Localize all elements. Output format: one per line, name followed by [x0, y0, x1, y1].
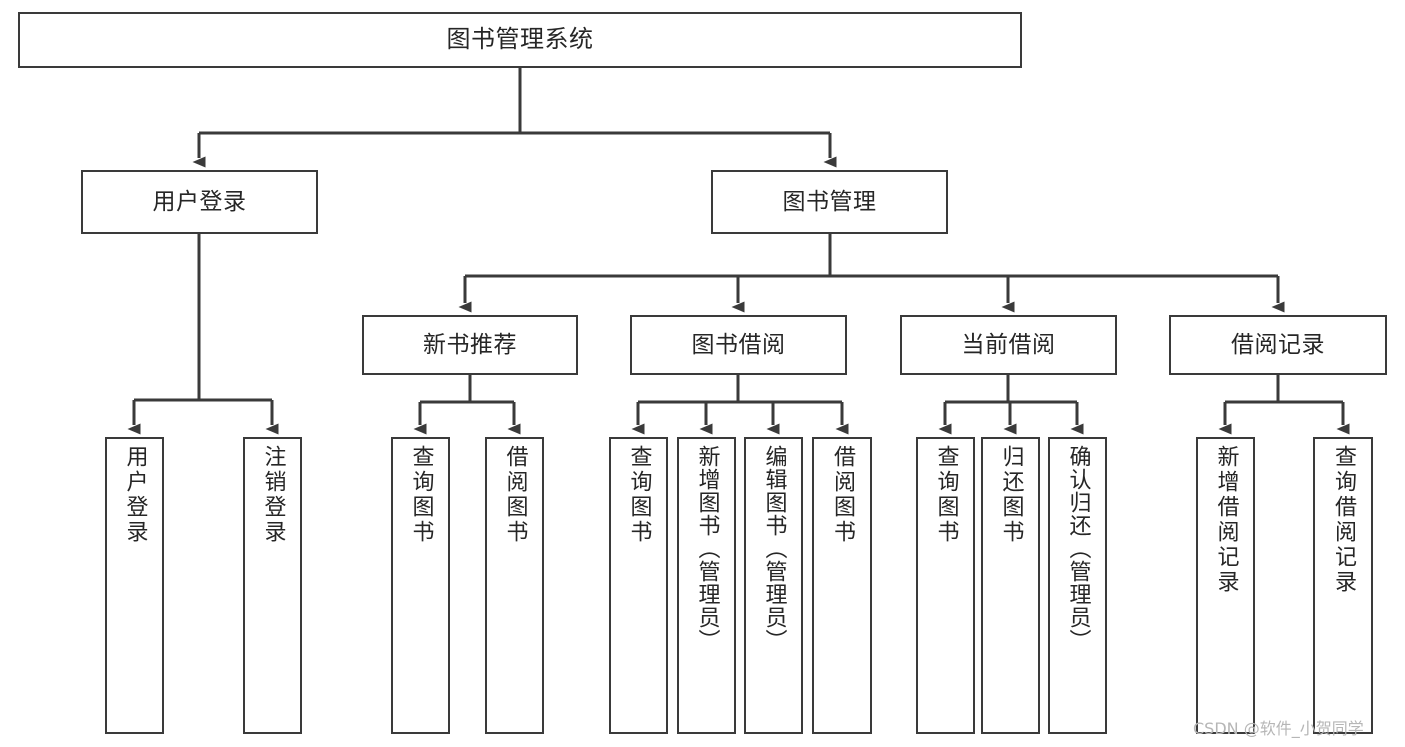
node-label: 图书借阅 — [691, 331, 786, 358]
node-label: 新增图书（管理员） — [694, 445, 720, 652]
node-leaf-confirm-return-admin[interactable]: 确认归还（管理员） — [1048, 437, 1107, 734]
node-borrow-record[interactable]: 借阅记录 — [1169, 315, 1387, 375]
node-label: 编辑图书（管理员） — [761, 445, 787, 652]
node-label: 图书管理系统 — [446, 25, 594, 54]
node-leaf-borrow-book[interactable]: 借阅图书 — [812, 437, 872, 734]
node-label: 新增借阅记录 — [1213, 445, 1239, 595]
node-label: 注销登录 — [260, 445, 286, 545]
node-leaf-borrow-book-recommend[interactable]: 借阅图书 — [485, 437, 544, 734]
node-book-borrow[interactable]: 图书借阅 — [630, 315, 847, 375]
node-leaf-edit-book-admin[interactable]: 编辑图书（管理员） — [744, 437, 803, 734]
node-label: 确认归还（管理员） — [1065, 445, 1091, 652]
node-leaf-add-book-admin[interactable]: 新增图书（管理员） — [677, 437, 736, 734]
node-leaf-user-logout[interactable]: 注销登录 — [243, 437, 302, 734]
node-root-system[interactable]: 图书管理系统 — [18, 12, 1022, 68]
node-label: 用户登录 — [122, 445, 148, 545]
node-user-login[interactable]: 用户登录 — [81, 170, 318, 234]
node-label: 借阅图书 — [502, 445, 528, 545]
node-new-book-recommend[interactable]: 新书推荐 — [362, 315, 578, 375]
node-leaf-query-borrow-record[interactable]: 查询借阅记录 — [1313, 437, 1373, 734]
node-label: 查询图书 — [626, 445, 652, 545]
node-label: 借阅记录 — [1231, 331, 1325, 358]
node-label: 当前借阅 — [961, 331, 1056, 358]
node-label: 归还图书 — [998, 445, 1024, 545]
node-leaf-query-book-recommend[interactable]: 查询图书 — [391, 437, 450, 734]
csdn-watermark: CSDN @软件_小贺同学 — [1193, 719, 1364, 738]
node-label: 查询借阅记录 — [1331, 445, 1356, 595]
node-leaf-query-book-borrow[interactable]: 查询图书 — [609, 437, 668, 734]
node-label: 新书推荐 — [423, 331, 517, 358]
node-leaf-query-book-current[interactable]: 查询图书 — [916, 437, 975, 734]
node-leaf-user-login[interactable]: 用户登录 — [105, 437, 164, 734]
node-leaf-return-book[interactable]: 归还图书 — [981, 437, 1040, 734]
node-current-borrow[interactable]: 当前借阅 — [900, 315, 1117, 375]
node-leaf-add-borrow-record[interactable]: 新增借阅记录 — [1196, 437, 1255, 734]
node-label: 查询图书 — [933, 445, 959, 545]
node-label: 查询图书 — [408, 445, 434, 545]
node-label: 图书管理 — [782, 188, 877, 215]
node-book-manage[interactable]: 图书管理 — [711, 170, 948, 234]
node-label: 借阅图书 — [830, 445, 855, 545]
node-label: 用户登录 — [152, 188, 247, 215]
